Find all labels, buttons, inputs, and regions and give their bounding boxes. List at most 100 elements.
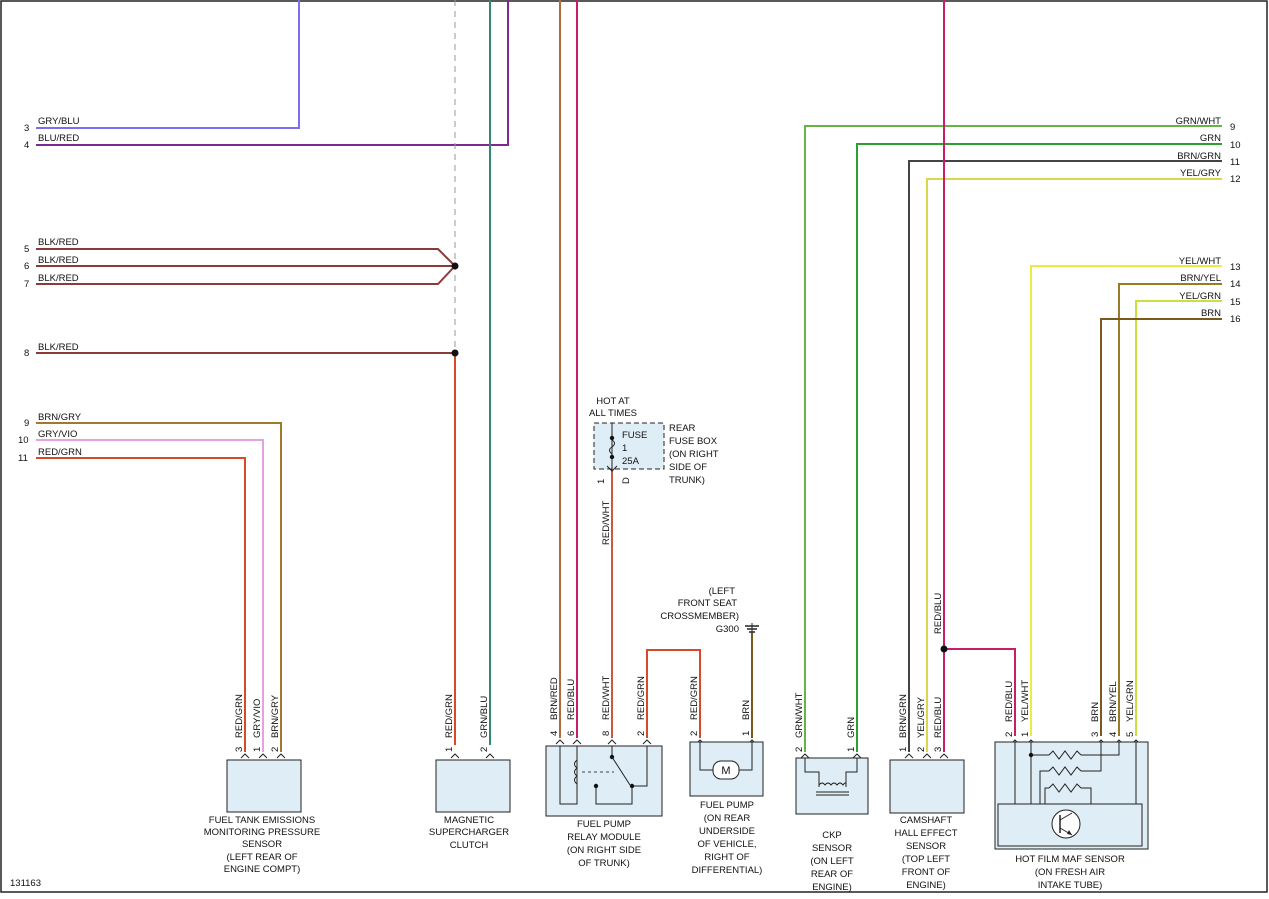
connector-arrow-icon bbox=[607, 739, 617, 745]
maf-wiring bbox=[1039, 770, 1049, 804]
transistor-icon bbox=[1059, 812, 1073, 821]
pin-number: 3 bbox=[1090, 732, 1101, 737]
wire-label: RED/GRN bbox=[689, 676, 700, 720]
wire-label: BRN/GRN bbox=[1177, 151, 1221, 162]
wire-label: GRN bbox=[846, 717, 857, 738]
component-caption: FUEL TANK EMISSIONS bbox=[209, 815, 315, 826]
ckp-sensor: GRN/WHT GRN 2 1 CKP SENSOR (ON LEFT REAR… bbox=[794, 692, 869, 893]
connector-arrow-icon bbox=[606, 465, 618, 472]
component-caption: SENSOR bbox=[812, 843, 852, 854]
pin-number: 2 bbox=[794, 747, 805, 752]
relay-contact-point bbox=[629, 783, 635, 789]
maf-wiring bbox=[1081, 787, 1092, 804]
wire-right-16 bbox=[1100, 318, 1222, 736]
connector-arrow-icon bbox=[485, 753, 495, 759]
pin-number: 1 bbox=[444, 747, 455, 752]
maf-wiring bbox=[1044, 787, 1049, 804]
hot-film-maf-sensor: RED/BLU YEL/WHT BRN BRN/YEL YEL/GRN 2 1 … bbox=[994, 680, 1149, 891]
pin-number: 6 bbox=[24, 261, 29, 272]
fuse-box-outline bbox=[593, 422, 665, 470]
pin-number: 14 bbox=[1230, 279, 1241, 290]
wire-right-13 bbox=[1030, 265, 1222, 736]
relay-coil-wiring bbox=[559, 746, 578, 805]
component-caption: HOT FILM MAF SENSOR bbox=[1015, 854, 1125, 865]
splice-dot bbox=[451, 262, 459, 270]
relay-contact-point bbox=[593, 783, 599, 789]
wire-label: YEL/WHT bbox=[1179, 256, 1221, 267]
wire-label: BRN/GRN bbox=[898, 694, 909, 738]
motor-symbol: M bbox=[721, 765, 730, 777]
pin-number: 11 bbox=[18, 453, 28, 464]
fuse-pin: D bbox=[621, 477, 632, 484]
wire-left-4 bbox=[36, 0, 509, 146]
component-caption: OF TRUNK) bbox=[578, 858, 630, 869]
connector-arrow-icon bbox=[240, 753, 250, 759]
component-caption: (ON RIGHT SIDE bbox=[567, 845, 641, 856]
wire-left-10 bbox=[36, 439, 264, 752]
pin-number: 6 bbox=[566, 731, 577, 736]
wire-label: YEL/WHT bbox=[1020, 680, 1031, 722]
component-caption: FUEL PUMP bbox=[700, 800, 754, 811]
camshaft-hall-effect-sensor: BRN/GRN YEL/GRY RED/BLU 1 2 3 CAMSHAFT H… bbox=[889, 694, 965, 891]
connector-arrow-icon bbox=[258, 753, 268, 759]
component-caption: ENGINE) bbox=[906, 880, 946, 891]
pin-number: 1 bbox=[252, 747, 263, 752]
fuse-location: REAR bbox=[669, 423, 696, 434]
component-caption: ENGINE COMPT) bbox=[224, 864, 301, 875]
pump-wiring bbox=[739, 742, 753, 771]
connector-arrow-icon bbox=[572, 739, 582, 745]
wire-label: GRN/WHT bbox=[1176, 116, 1222, 127]
fuse-pin: 1 bbox=[596, 479, 607, 484]
component-caption: DIFFERENTIAL) bbox=[692, 865, 763, 876]
connector-arrow-icon bbox=[852, 753, 862, 759]
wire-label: YEL/GRN bbox=[1179, 291, 1221, 302]
ground-id: G300 bbox=[716, 624, 739, 635]
rear-fuse-box: HOT AT ALL TIMES FUSE 1 25A REAR FUSE BO… bbox=[589, 396, 719, 545]
pump-wiring bbox=[699, 742, 713, 771]
maf-wiring bbox=[1081, 742, 1102, 772]
wire-label: RED/WHT bbox=[601, 675, 612, 720]
pin-number: 9 bbox=[1230, 122, 1235, 133]
component-caption: REAR OF bbox=[811, 869, 853, 880]
fuse-location: SIDE OF bbox=[669, 462, 707, 473]
component-caption: INTAKE TUBE) bbox=[1038, 880, 1103, 891]
connector-arrow-icon bbox=[800, 753, 810, 759]
ground-location: FRONT SEAT bbox=[678, 598, 737, 609]
motor-icon bbox=[712, 760, 740, 780]
fuse-icon bbox=[609, 439, 615, 455]
wire-label: BRN/YEL bbox=[1108, 681, 1119, 722]
fuse-location: (ON RIGHT bbox=[669, 449, 719, 460]
wire-label: RED/WHT bbox=[601, 500, 612, 545]
connector-arrows bbox=[555, 739, 652, 745]
pin-number: 2 bbox=[270, 747, 281, 752]
wire-label: BLK/RED bbox=[38, 342, 79, 353]
wire-relay-pump bbox=[646, 649, 701, 738]
ground-g300: (LEFT FRONT SEAT CROSSMEMBER) G300 bbox=[660, 586, 759, 635]
pin-number: 2 bbox=[636, 731, 647, 736]
wire-label: GRN bbox=[1200, 133, 1221, 144]
wire-label: RED/GRN bbox=[38, 447, 82, 458]
wire-label: RED/GRN bbox=[636, 676, 647, 720]
resistor-icon bbox=[1048, 750, 1082, 760]
transistor-arrow-icon bbox=[1067, 830, 1072, 835]
wire-label: GRY/VIO bbox=[38, 429, 77, 440]
fuse-label: FUSE bbox=[622, 430, 647, 441]
right-connector: GRN/WHT 9 GRN 10 BRN/GRN 11 YEL/GRY 12 Y… bbox=[1176, 116, 1241, 325]
connector-arrow-icon bbox=[904, 753, 914, 759]
pin-number: 2 bbox=[689, 731, 700, 736]
wire-right-11 bbox=[908, 160, 1222, 752]
wire-right-14 bbox=[1118, 283, 1222, 736]
pin-number: 10 bbox=[1230, 140, 1241, 151]
pin-number: 4 bbox=[1108, 732, 1119, 737]
coil-icon bbox=[818, 782, 847, 786]
wire-label: BLK/RED bbox=[38, 255, 79, 266]
resistor-icon bbox=[1048, 783, 1082, 793]
wire-label: RED/GRN bbox=[234, 694, 245, 738]
pin-number: 4 bbox=[549, 731, 560, 736]
wire-label: YEL/GRY bbox=[1180, 168, 1222, 179]
pin-number: 2 bbox=[479, 747, 490, 752]
pin-number: 1 bbox=[846, 747, 857, 752]
wire-label: GRY/VIO bbox=[252, 699, 263, 738]
connector-arrow-icon bbox=[555, 739, 565, 745]
